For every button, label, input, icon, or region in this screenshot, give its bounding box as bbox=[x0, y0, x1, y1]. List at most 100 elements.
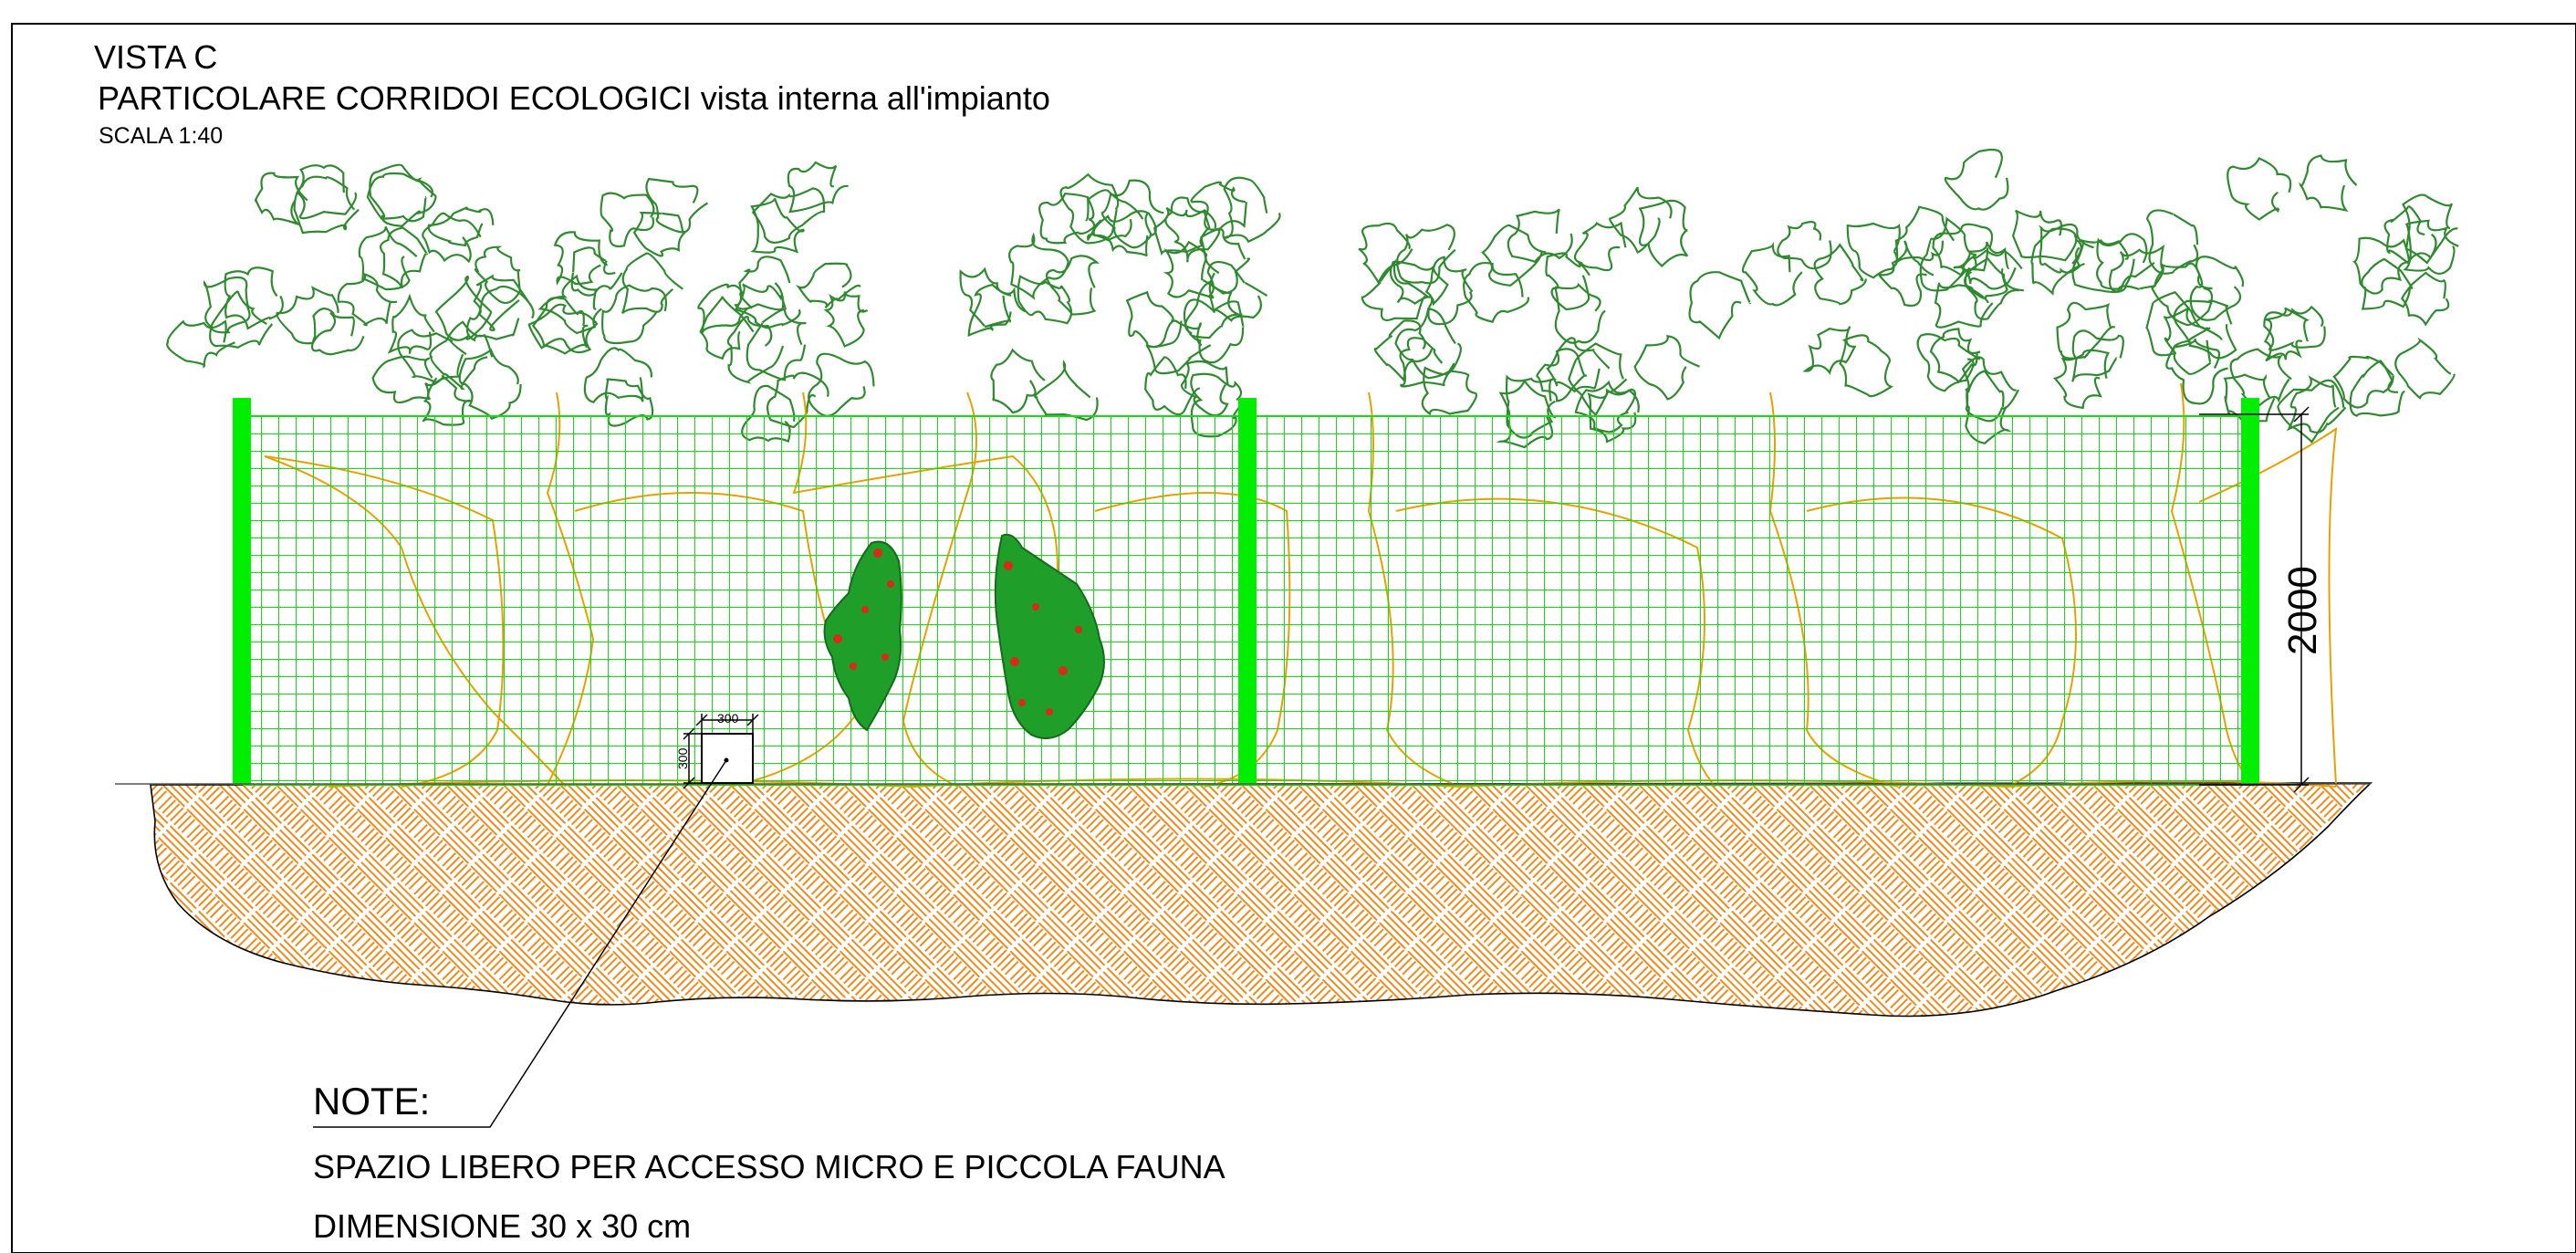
leaf-cluster bbox=[1846, 222, 1901, 279]
leaf-cluster bbox=[1017, 275, 1073, 325]
leaf-cluster bbox=[632, 211, 686, 257]
leaf-cluster bbox=[2189, 256, 2245, 321]
leaf-cluster bbox=[1399, 337, 1455, 388]
leaf-cluster bbox=[750, 197, 806, 254]
leaf-cluster bbox=[1153, 206, 1217, 256]
leaf-cluster bbox=[1200, 228, 1251, 295]
leaf-cluster bbox=[366, 172, 434, 223]
leaf-cluster bbox=[583, 347, 652, 403]
leaf-cluster bbox=[387, 293, 435, 354]
leaf-cluster bbox=[1373, 319, 1434, 383]
leaf-cluster bbox=[2263, 305, 2326, 351]
leaf-cluster bbox=[527, 303, 599, 354]
leaf-cluster bbox=[645, 177, 709, 234]
leaf-cluster bbox=[2109, 244, 2165, 293]
leaf-cluster bbox=[537, 274, 602, 335]
opening-height-dimension: 300 bbox=[675, 747, 690, 769]
leaf-cluster bbox=[553, 231, 609, 286]
leaf-cluster bbox=[734, 283, 801, 329]
leaf-cluster bbox=[166, 319, 235, 369]
leaf-cluster bbox=[1961, 356, 2019, 423]
opening-width-dimension: 300 bbox=[717, 711, 739, 726]
note-leader-line bbox=[313, 759, 727, 1128]
leaf-cluster bbox=[699, 296, 755, 360]
leaf-cluster bbox=[1545, 252, 1590, 311]
leaf-cluster bbox=[2145, 290, 2211, 357]
leaf-cluster bbox=[458, 348, 522, 421]
leaf-cluster bbox=[1361, 258, 1429, 321]
leaf-cluster bbox=[1741, 241, 1803, 307]
leaf-cluster bbox=[1553, 282, 1606, 344]
leaf-cluster bbox=[1059, 172, 1120, 245]
leaf-cluster bbox=[296, 164, 358, 220]
tree-canopy bbox=[1741, 148, 2135, 444]
drawing-frame bbox=[11, 23, 2576, 1253]
tree-canopy bbox=[166, 163, 535, 426]
leaf-cluster bbox=[358, 225, 418, 291]
leaf-cluster bbox=[2383, 205, 2437, 265]
leaf-cluster bbox=[967, 283, 1027, 337]
leaf-cluster bbox=[254, 172, 308, 226]
leaf-cluster bbox=[1944, 148, 2009, 211]
tree-canopies bbox=[166, 148, 2459, 449]
leaf-cluster bbox=[621, 252, 683, 315]
leaf-cluster bbox=[1034, 360, 1099, 422]
leaf-cluster bbox=[293, 175, 360, 235]
soil-section bbox=[150, 782, 2373, 1018]
leaf-cluster bbox=[1688, 271, 1752, 340]
leaf-cluster bbox=[369, 163, 437, 227]
leaf-cluster bbox=[397, 329, 467, 384]
leaf-cluster bbox=[276, 286, 339, 345]
leaf-cluster bbox=[2096, 233, 2155, 290]
leaf-cluster bbox=[1934, 282, 1994, 329]
tree-canopy bbox=[959, 172, 1281, 438]
leaf-cluster bbox=[2394, 337, 2456, 400]
leaf-cluster bbox=[2071, 238, 2135, 294]
leaf-cluster bbox=[1802, 326, 1857, 375]
fence-height-dimension: 2000 bbox=[2280, 566, 2325, 655]
leaf-cluster bbox=[570, 246, 623, 297]
leaf-cluster bbox=[1358, 222, 1413, 285]
leaf-cluster bbox=[2361, 257, 2414, 310]
leaf-cluster bbox=[531, 297, 589, 355]
leaf-cluster bbox=[2229, 348, 2292, 408]
view-title: VISTA C bbox=[94, 38, 217, 76]
leaf-cluster bbox=[1919, 216, 1977, 292]
leaf-cluster bbox=[2277, 379, 2345, 444]
leaf-cluster bbox=[379, 225, 428, 289]
leaf-cluster bbox=[959, 266, 1012, 329]
leaf-cluster bbox=[1878, 240, 1935, 308]
leaf-cluster bbox=[2402, 193, 2458, 265]
drawing-scale: SCALA 1:40 bbox=[99, 123, 223, 149]
leaf-cluster bbox=[427, 206, 495, 247]
leaf-cluster bbox=[1609, 186, 1673, 254]
tree-canopy bbox=[527, 161, 875, 443]
leaf-cluster bbox=[2349, 359, 2406, 417]
leaf-cluster bbox=[2056, 301, 2116, 360]
leaf-cluster bbox=[1953, 241, 2017, 290]
leaf-cluster bbox=[1963, 256, 2024, 320]
leaf-cluster bbox=[1633, 335, 1700, 401]
leaf-cluster bbox=[1190, 181, 1247, 231]
leaf-cluster bbox=[1100, 179, 1164, 249]
leaf-cluster bbox=[1180, 360, 1230, 417]
leaf-cluster bbox=[1144, 356, 1201, 416]
leaf-cluster bbox=[2030, 227, 2085, 297]
leaf-cluster bbox=[726, 316, 785, 384]
note-heading: NOTE: bbox=[313, 1080, 430, 1122]
leaf-cluster bbox=[1546, 337, 1611, 393]
leaf-cluster bbox=[1568, 342, 1628, 417]
leaf-cluster bbox=[311, 308, 365, 356]
leaf-cluster bbox=[1893, 205, 1955, 266]
leaf-cluster bbox=[209, 290, 274, 349]
leaf-cluster bbox=[2145, 209, 2199, 275]
leaf-cluster bbox=[2286, 375, 2347, 433]
leaf-cluster bbox=[2223, 373, 2276, 424]
leaf-cluster bbox=[808, 352, 875, 417]
leaf-cluster bbox=[1145, 319, 1212, 375]
leaf-cluster bbox=[734, 256, 791, 311]
shrub-right bbox=[994, 533, 1105, 739]
leaf-cluster bbox=[1038, 193, 1102, 245]
leaf-cluster bbox=[2173, 299, 2237, 360]
